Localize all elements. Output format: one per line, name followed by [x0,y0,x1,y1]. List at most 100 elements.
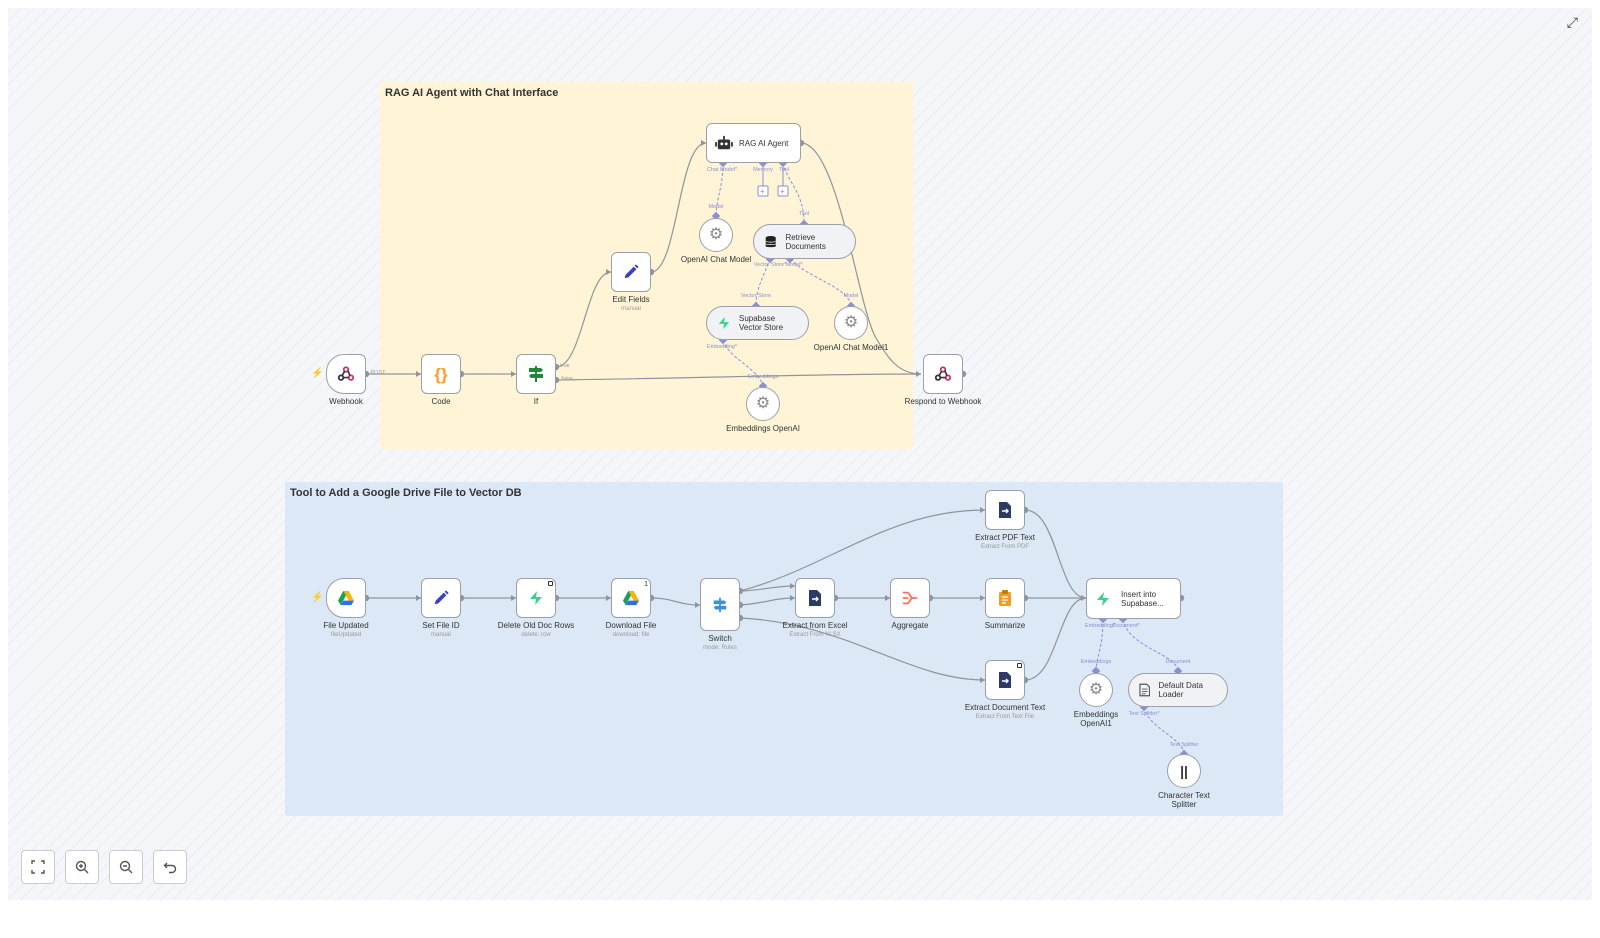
node-file-updated[interactable] [326,578,366,618]
openai-icon: ⚙ [1088,681,1104,698]
openai-icon: ⚙ [755,395,771,412]
node-subtitle: Extract From PDF [980,544,1030,550]
node-label: Respond to Webhook [904,397,982,406]
reset-zoom-button[interactable] [153,850,187,884]
node-label: Extract PDF Text [975,533,1035,542]
aggregate-icon [902,591,918,605]
node-supabase-vector-store[interactable]: Supabase Vector Store [706,306,809,340]
port-label-model-in: Model [843,293,859,299]
edge-if-editfields [555,271,612,368]
node-character-text-splitter[interactable]: || [1167,754,1201,788]
sticky-title: Tool to Add a Google Drive File to Vecto… [290,487,522,499]
splitter-icon: || [1180,763,1188,779]
workflow-canvas[interactable]: RAG AI Agent with Chat Interface Tool to… [8,8,1592,900]
database-icon [765,235,777,247]
node-subtitle: Extract From Text File [975,714,1035,720]
extract-icon [999,502,1011,518]
node-openai-chat-model1[interactable]: ⚙ [834,306,868,340]
node-extract-document-text[interactable] [985,660,1025,700]
node-rag-ai-agent[interactable]: RAG AI Agent [706,123,801,163]
node-extract-pdf-text[interactable] [985,490,1025,530]
port-label-model: Model [708,204,724,210]
node-label: Character Text Splitter [1158,791,1210,809]
edge-if-respond [555,373,922,381]
node-label: Delete Old Doc Rows [497,621,575,630]
node-insert-into-supabase[interactable]: Insert into Supabase... [1086,578,1181,619]
node-subtitle: fileUpdated [330,632,362,638]
zoom-in-button[interactable] [65,850,99,884]
node-switch[interactable] [700,578,740,631]
node-label: File Updated [323,621,369,630]
webhook-icon [337,366,355,381]
node-subtitle: delete: row [521,632,551,638]
port-label-document: Document* [1112,623,1140,629]
svg-text:+: + [760,187,765,196]
edge-switch-doc [739,617,986,681]
node-code[interactable]: {} [421,354,461,394]
node-default-data-loader[interactable]: Default Data Loader [1128,673,1228,707]
node-extract-from-excel[interactable] [795,578,835,618]
node-embeddings-openai[interactable]: ⚙ [746,387,780,421]
node-download-file[interactable]: 1 [611,578,651,618]
code-braces-icon: {} [434,364,448,384]
node-label: Edit Fields [612,295,650,304]
openai-icon: ⚙ [708,226,724,243]
port-label-chat-model: Chat Model* [706,167,738,173]
supabase-icon [718,316,730,330]
port-label-embeddings: Embeddings [747,374,779,380]
node-edit-fields[interactable] [611,252,651,292]
zoom-in-icon [75,860,89,874]
extract-icon [999,672,1011,688]
edge-agent-respond [800,142,922,375]
robot-icon [715,135,733,150]
webhook-icon [934,366,952,381]
zoom-out-icon [119,860,133,874]
node-label: Supabase Vector Store [739,314,784,332]
node-subtitle: manual [431,632,451,638]
node-summarize[interactable] [985,578,1025,618]
node-delete-old-doc-rows[interactable] [516,578,556,618]
node-set-file-id[interactable] [421,578,461,618]
fullscreen-icon[interactable]: ⤢ [1566,14,1578,30]
fit-view-button[interactable] [21,850,55,884]
port-label-text-splitter: Text Splitter* [1128,711,1160,717]
node-label: Code [431,397,451,406]
node-label: Extract Document Text [964,703,1046,712]
node-subtitle: manual [621,306,641,312]
port-label-document-in: Document [1165,659,1191,665]
trigger-bolt-icon: ⚡ [311,592,324,603]
sticky-google-drive-tool[interactable]: Tool to Add a Google Drive File to Vecto… [285,482,1283,816]
edge-editfields-agent [650,142,707,273]
port-label-embedding: Embedding* [1085,623,1115,629]
node-label: Embeddings OpenAI [726,424,800,433]
pin-icon [1017,663,1022,668]
port-label-embedding: Embedding* [707,344,737,350]
node-subtitle: download: file [612,632,650,638]
node-retrieve-documents[interactable]: Retrieve Documents [753,224,856,259]
node-respond-to-webhook[interactable] [923,354,963,394]
zoom-out-button[interactable] [109,850,143,884]
node-subtitle: Extract From XLSX [789,632,841,638]
pin-icon [548,581,553,586]
node-openai-chat-model[interactable]: ⚙ [699,218,733,252]
port-label-false: false [561,376,573,382]
node-if[interactable] [516,354,556,394]
node-aggregate[interactable] [890,578,930,618]
google-drive-icon [623,590,639,606]
node-label: RAG AI Agent [739,138,789,148]
node-webhook[interactable] [326,354,366,394]
pencil-icon [434,590,449,605]
signpost-icon [529,366,543,382]
node-label: If [533,397,539,406]
node-label: OpenAI Chat Model1 [813,343,889,352]
trigger-bolt-icon: ⚡ [311,368,324,379]
run-count-badge: 1 [644,581,648,588]
svg-text:+: + [780,187,785,196]
extract-icon [809,590,821,606]
node-label: Default Data Loader [1158,681,1203,699]
node-label: Retrieve Documents [785,232,826,251]
port-label-post: POST [370,370,386,376]
node-label: Extract from Excel [782,621,848,630]
node-label: Aggregate [891,621,929,630]
node-embeddings-openai1[interactable]: ⚙ [1079,673,1113,707]
